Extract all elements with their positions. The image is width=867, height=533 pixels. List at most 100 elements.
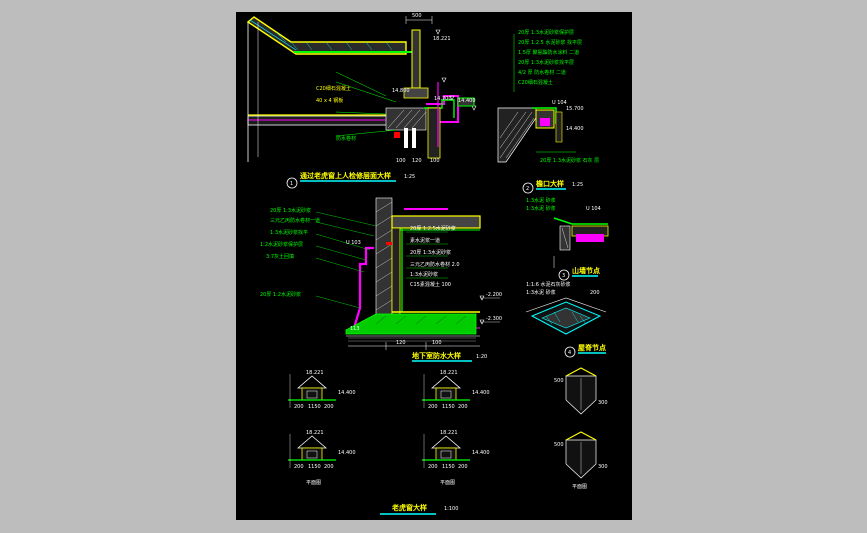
- section-mark-0b: 500: [554, 442, 564, 448]
- section-mark-0: 500: [554, 378, 564, 384]
- d1-dim-1: 120: [412, 158, 422, 164]
- dormer-dim-c-2: 200: [324, 464, 334, 470]
- bm-note-left-2: 1:3水泥砂浆找平: [270, 229, 308, 236]
- bm-note-left-5: 20厚 1:2水泥砂浆: [260, 291, 301, 298]
- dormer-elev-mid-d: 14.400: [472, 450, 490, 456]
- bm-note-left-4: 3:7灰土回填: [266, 253, 294, 260]
- dormer-dim-a-0: 200: [294, 404, 304, 410]
- dormer-a: [288, 374, 336, 408]
- bm-dim-2: 100: [432, 340, 442, 346]
- d1-elev-c: 14.400: [458, 98, 476, 104]
- right-u-tag: U 104: [552, 100, 567, 106]
- bm-note-right-0: 20厚 1:2.5水泥砂浆: [410, 225, 456, 232]
- d1-elev-a: 14.800: [392, 88, 410, 94]
- dormer-dim-d-0: 200: [428, 464, 438, 470]
- d2-drawing: [553, 217, 609, 268]
- d2-title: 檐口大样: [536, 179, 564, 188]
- bm-tag: U 103: [346, 240, 361, 246]
- d2-tag: U 104: [586, 206, 601, 212]
- section-mark-1b: 300: [598, 464, 608, 470]
- dormer-elev-top-d: 18.221: [440, 430, 458, 436]
- right-elev-a: 15.700: [566, 106, 584, 112]
- drawing-sheet: 18.221 500 14.800 14.700 14.400 C20细石混凝土…: [236, 12, 632, 520]
- note-right-4: 4/2 厚 防水卷材 二道: [518, 69, 566, 76]
- bm-note-right-1: 素水泥浆一道: [410, 237, 440, 244]
- d1-dim-2: 100: [430, 158, 440, 164]
- bm-elev-b: -2.300: [486, 316, 502, 322]
- d1-elev-b: 14.700: [434, 96, 452, 102]
- dormer-title: 老虎窗大样: [391, 503, 427, 512]
- d3-note-a: 1:1:6 水泥石灰砂浆: [526, 281, 571, 288]
- d3-number: 3: [562, 273, 565, 279]
- bm-note-right-2: 20厚 1:3水泥砂浆: [410, 249, 451, 256]
- bm-note-left-0: 20厚 1:3水泥砂浆: [270, 207, 311, 214]
- d1-elev-top: 18.221: [433, 36, 451, 42]
- dormer-dim-b-0: 200: [428, 404, 438, 410]
- d4-tag: 200: [590, 290, 600, 296]
- d3-note-b: 1:3水泥 砂浆: [526, 289, 556, 296]
- d2-note-a: 1:3水泥 砂浆: [526, 197, 556, 204]
- note-right-0: 20厚 1:3水泥砂浆保护层: [518, 29, 574, 36]
- dormer-dim-a-1: 1150: [308, 404, 321, 410]
- d1-note-a: C20细石混凝土: [316, 85, 351, 92]
- d3-number-circle: [558, 269, 570, 281]
- d1-dim-top: 500: [412, 13, 422, 19]
- dormer-elev-top-c: 18.221: [306, 430, 324, 436]
- d2-scale: 1:25: [572, 182, 583, 188]
- bm-title: 地下室防水大样: [412, 351, 461, 360]
- eaves-right-detail: [497, 107, 576, 163]
- basement-drawing: [315, 197, 500, 350]
- bm-dim-0: 113: [350, 326, 360, 332]
- bm-note-right-4: 1:3水泥砂浆: [410, 271, 438, 278]
- bm-note-left-1: 三元乙丙防水卷材一道: [270, 217, 320, 224]
- detail-1-section: [246, 16, 477, 162]
- bm-dim-1: 120: [396, 340, 406, 346]
- section-mark-2: 平面图: [572, 484, 587, 490]
- d2-note-b: 1:3水泥 砂浆: [526, 205, 556, 212]
- bm-note-left-3: 1:2水泥砂浆保护层: [260, 241, 303, 248]
- d1-scale: 1:25: [404, 174, 415, 180]
- right-elev-b: 14.400: [566, 126, 584, 132]
- dormer-d: [422, 434, 470, 468]
- section-mark-b: [565, 431, 597, 479]
- notes-right: 20厚 1:3水泥砂浆保护层 20厚 1:2.5 水泥砂浆 找平层 1.5厚 聚…: [513, 29, 582, 92]
- section-mark-a: [565, 367, 597, 415]
- d1-note-c: 防水卷材: [336, 135, 356, 142]
- d3-drawing: [525, 297, 607, 335]
- dormer-dim-c-0: 200: [294, 464, 304, 470]
- bm-note-right-3: 三元乙丙防水卷材 2.0: [410, 261, 460, 268]
- d1-note-b: 40 x 4 钢板: [316, 97, 343, 104]
- dormer-b: [422, 374, 470, 408]
- d1-number-circle: [286, 177, 298, 189]
- right-note: 20厚 1:3水泥砂浆 石灰 层: [540, 157, 599, 164]
- d1-number: 1: [290, 181, 293, 187]
- d4-number: 4: [568, 350, 571, 356]
- dormer-elev-mid-b: 14.400: [472, 390, 490, 396]
- dormer-c: [288, 434, 336, 468]
- d2-number: 2: [526, 186, 529, 192]
- dormer-dim-a-2: 200: [324, 404, 334, 410]
- dormer-elev-mid-a: 14.400: [338, 390, 356, 396]
- dormer-dim-c-1: 1150: [308, 464, 321, 470]
- section-mark-1: 300: [598, 400, 608, 406]
- note-right-3: 20厚 1:3水泥砂浆找平层: [518, 59, 574, 66]
- bm-scale: 1:20: [476, 354, 487, 360]
- dormer-dim-d-2: 200: [458, 464, 468, 470]
- dormer-dim-d-1: 1150: [442, 464, 455, 470]
- cad-drawing: 18.221 500 14.800 14.700 14.400 C20细石混凝土…: [246, 13, 609, 515]
- dormer-plan-label-b: 平面图: [440, 480, 455, 486]
- dormer-dim-b-1: 1150: [442, 404, 455, 410]
- note-right-5: C20细石混凝土: [518, 79, 553, 86]
- bm-elev-a: -2.200: [486, 292, 502, 298]
- d4-title: 屋脊节点: [578, 343, 606, 352]
- dormer-elev-top-a: 18.221: [306, 370, 324, 376]
- note-right-1: 20厚 1:2.5 水泥砂浆 找平层: [518, 39, 582, 46]
- d2-number-circle: [522, 182, 534, 194]
- d3-title: 山墙节点: [572, 266, 600, 275]
- bm-note-right-5: C15素混凝土 100: [410, 281, 451, 288]
- dormer-scale: 1:100: [444, 506, 458, 512]
- note-right-2: 1.5厚 聚氨酯防水涂料 二道: [518, 49, 579, 56]
- dormer-plan-label-a: 平面图: [306, 480, 321, 486]
- d1-title: 通过老虎窗上人检修层面大样: [300, 171, 391, 180]
- dormer-elev-top-b: 18.221: [440, 370, 458, 376]
